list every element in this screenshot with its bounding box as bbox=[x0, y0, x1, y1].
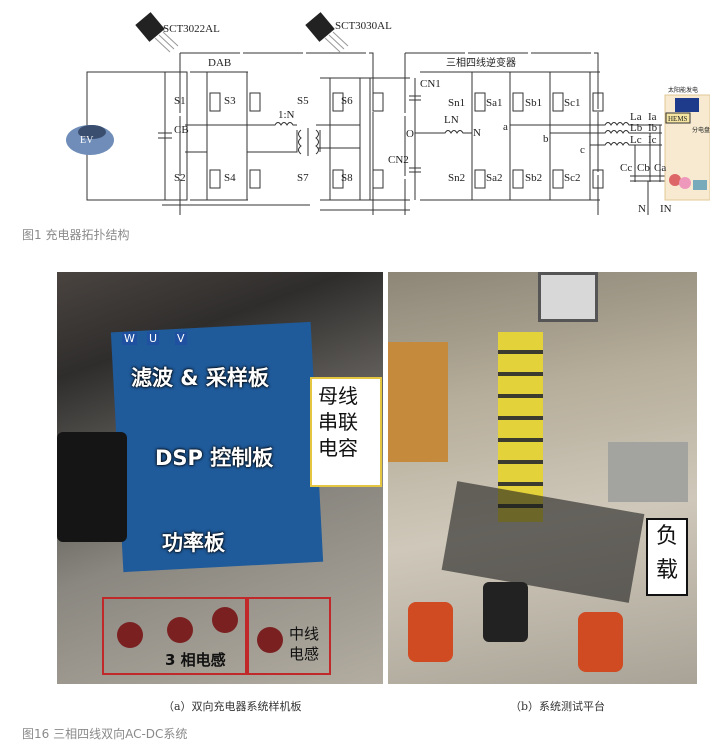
label-1: 载 bbox=[655, 558, 678, 583]
figure1-caption: 图1 充电器拓扑结构 bbox=[22, 228, 130, 242]
label-n_out: N bbox=[638, 203, 646, 215]
power-board-label: 功率板 bbox=[162, 531, 225, 555]
label-sa1: Sa1 bbox=[486, 97, 503, 109]
label-cn1: CN1 bbox=[420, 78, 441, 90]
test-platform-photo: 负 载 bbox=[388, 272, 697, 684]
load-label: 负 载 bbox=[646, 518, 688, 596]
subcaption-a: （a）双向充电器系统样机板 bbox=[163, 700, 302, 713]
label-ratio: 1:N bbox=[278, 109, 295, 121]
label-a: a bbox=[503, 121, 508, 133]
label-ca: Ca bbox=[654, 162, 666, 174]
label-hems: HEMS bbox=[668, 115, 688, 123]
dab-label: DAB bbox=[208, 57, 231, 69]
label-in: IN bbox=[660, 203, 672, 215]
label-cn2: CN2 bbox=[388, 154, 409, 166]
label-s6: S6 bbox=[341, 95, 353, 107]
label-sa2: Sa2 bbox=[486, 172, 503, 184]
label-s4: S4 bbox=[224, 172, 236, 184]
label-s5: S5 bbox=[297, 95, 309, 107]
label-1: 电感 bbox=[289, 645, 320, 663]
ev-car-icon: EV bbox=[66, 125, 114, 155]
phase-u-label: U bbox=[147, 332, 160, 345]
label-s7: S7 bbox=[297, 172, 309, 184]
label-s2: S2 bbox=[174, 172, 186, 184]
label-sb1: Sb1 bbox=[525, 97, 542, 109]
part-sct3022al: SCT3022AL bbox=[163, 23, 220, 35]
label-sn2: Sn2 bbox=[448, 172, 465, 184]
label-0: 母线 bbox=[318, 384, 358, 408]
neutral-inductor-label: 中线 电感 bbox=[289, 624, 319, 664]
label-ib: Ib bbox=[648, 122, 658, 134]
bus-capacitor-label: 母线 串联 电容 bbox=[310, 377, 382, 487]
phase-v-label: V bbox=[175, 332, 187, 345]
label-la: La bbox=[630, 111, 642, 123]
label-sc1: Sc1 bbox=[564, 97, 581, 109]
label-cb2: Cb bbox=[637, 162, 650, 174]
label-ev: EV bbox=[80, 135, 94, 146]
label-2: 电容 bbox=[318, 436, 358, 460]
label-ia: Ia bbox=[648, 111, 657, 123]
smart-home-icon bbox=[664, 94, 710, 201]
label-ln: LN bbox=[444, 114, 459, 126]
part-sct3030al: SCT3030AL bbox=[335, 20, 392, 32]
three-phase-inductor-label: 3 相电感 bbox=[165, 651, 226, 669]
label-panel: 分电盘 bbox=[692, 126, 710, 134]
charger-topology-diagram: EV SCT3022AL SCT3030AL DAB 三相四线逆变器 S1 S2… bbox=[66, 12, 710, 215]
inverter-label: 三相四线逆变器 bbox=[446, 56, 516, 69]
label-b: b bbox=[543, 133, 549, 145]
label-c: c bbox=[580, 144, 585, 156]
label-cc: Cc bbox=[620, 162, 632, 174]
prototype-board-photo: W U V 滤波 & 采样板 DSP 控制板 功率板 母线 串联 电容 3 相电… bbox=[57, 272, 383, 684]
label-sn1: Sn1 bbox=[448, 97, 465, 109]
label-sc2: Sc2 bbox=[564, 172, 581, 184]
label-s1: S1 bbox=[174, 95, 186, 107]
figure16-caption: 图16 三相四线双向AC-DC系统 bbox=[22, 727, 188, 741]
label-sb2: Sb2 bbox=[525, 172, 542, 184]
label-o: O bbox=[406, 128, 414, 140]
mosfet-package-icon bbox=[135, 12, 349, 53]
label-lc: Lc bbox=[630, 134, 642, 146]
phase-w-label: W bbox=[122, 332, 137, 345]
dsp-board-label: DSP 控制板 bbox=[155, 446, 274, 470]
label-s3: S3 bbox=[224, 95, 236, 107]
label-lb: Lb bbox=[630, 122, 643, 134]
label-n: N bbox=[473, 127, 481, 139]
label-0: 负 bbox=[655, 524, 678, 549]
filter-board-label: 滤波 & 采样板 bbox=[131, 366, 269, 390]
label-1: 串联 bbox=[318, 410, 358, 434]
label-s8: S8 bbox=[341, 172, 353, 184]
label-0: 中线 bbox=[289, 625, 320, 643]
label-ic: Ic bbox=[648, 134, 657, 146]
label-cb: CB bbox=[174, 124, 189, 136]
subcaption-b: （b）系统测试平台 bbox=[510, 700, 606, 713]
label-solar: 太阳能发电 bbox=[668, 86, 698, 94]
